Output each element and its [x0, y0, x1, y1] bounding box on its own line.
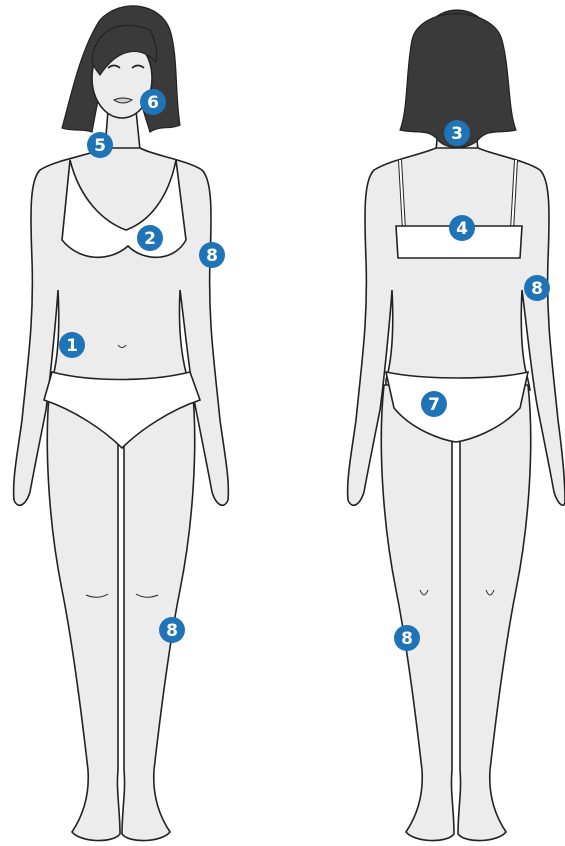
marker-nape: 3	[444, 120, 470, 146]
marker-abdomen: 1	[59, 332, 85, 358]
marker-face: 6	[140, 89, 166, 115]
marker-label: 7	[428, 395, 440, 415]
marker-label: 8	[206, 246, 218, 266]
marker-chest: 2	[137, 225, 163, 251]
marker-right-arm: 8	[199, 242, 225, 268]
marker-label: 1	[66, 336, 78, 356]
marker-label: 2	[144, 229, 156, 249]
back-legs	[381, 385, 530, 841]
front-legs	[47, 385, 194, 841]
marker-label: 4	[456, 219, 468, 239]
marker-label: 5	[94, 136, 106, 156]
back-torso	[348, 148, 565, 505]
marker-label: 8	[401, 629, 413, 649]
marker-buttocks: 7	[421, 391, 447, 417]
marker-left-calf: 8	[394, 625, 420, 651]
marker-label: 3	[451, 124, 463, 144]
marker-label: 8	[531, 279, 543, 299]
marker-neck: 5	[87, 132, 113, 158]
marker-upper-back: 4	[449, 215, 475, 241]
marker-label: 6	[147, 93, 159, 113]
marker-label: 8	[166, 621, 178, 641]
marker-right-arm: 8	[524, 275, 550, 301]
front-torso	[14, 148, 229, 505]
front-view-figure	[14, 6, 229, 841]
marker-left-knee: 8	[159, 617, 185, 643]
